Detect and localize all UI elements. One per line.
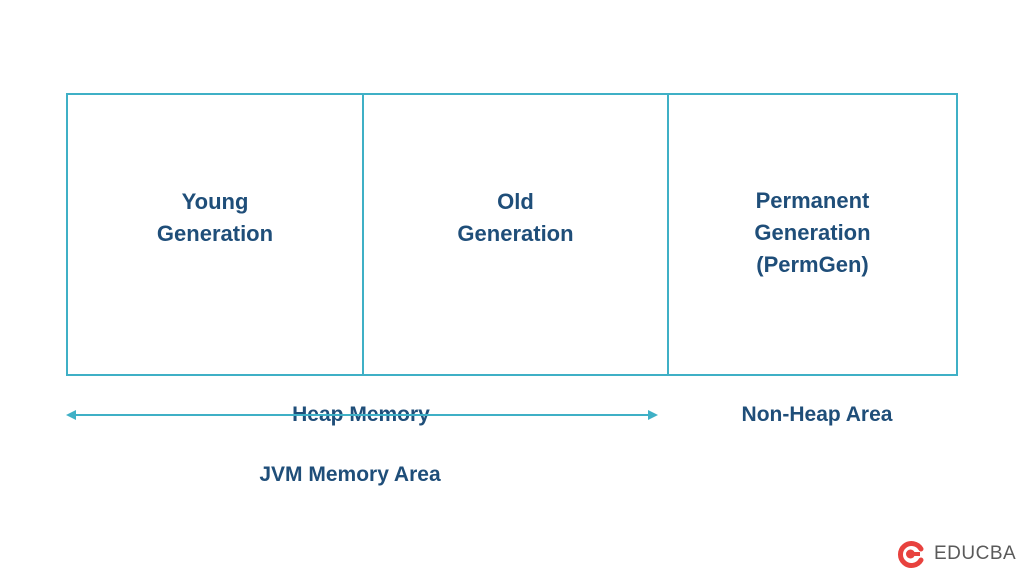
brand-name: EDUCBA [934, 543, 1017, 564]
jvm-memory-area-label: JVM Memory Area [259, 463, 441, 486]
old-generation-box: Old Generation [362, 95, 667, 374]
young-generation-box: Young Generation [68, 95, 362, 374]
educba-brand: EDUCBA [896, 536, 1016, 572]
heap-span-arrow [66, 410, 658, 420]
non-heap-area-label: Non-Heap Area [741, 403, 893, 426]
young-generation-label: Young Generation [156, 188, 274, 246]
memory-layout-boxes: Young Generation Old Generation Permanen… [66, 93, 958, 376]
educba-logo-icon [898, 541, 924, 568]
permanent-generation-label: Permanent Generation (PermGen) [754, 187, 871, 277]
old-generation-label: Old Generation [457, 188, 574, 246]
permanent-generation-box: Permanent Generation (PermGen) [667, 95, 956, 374]
